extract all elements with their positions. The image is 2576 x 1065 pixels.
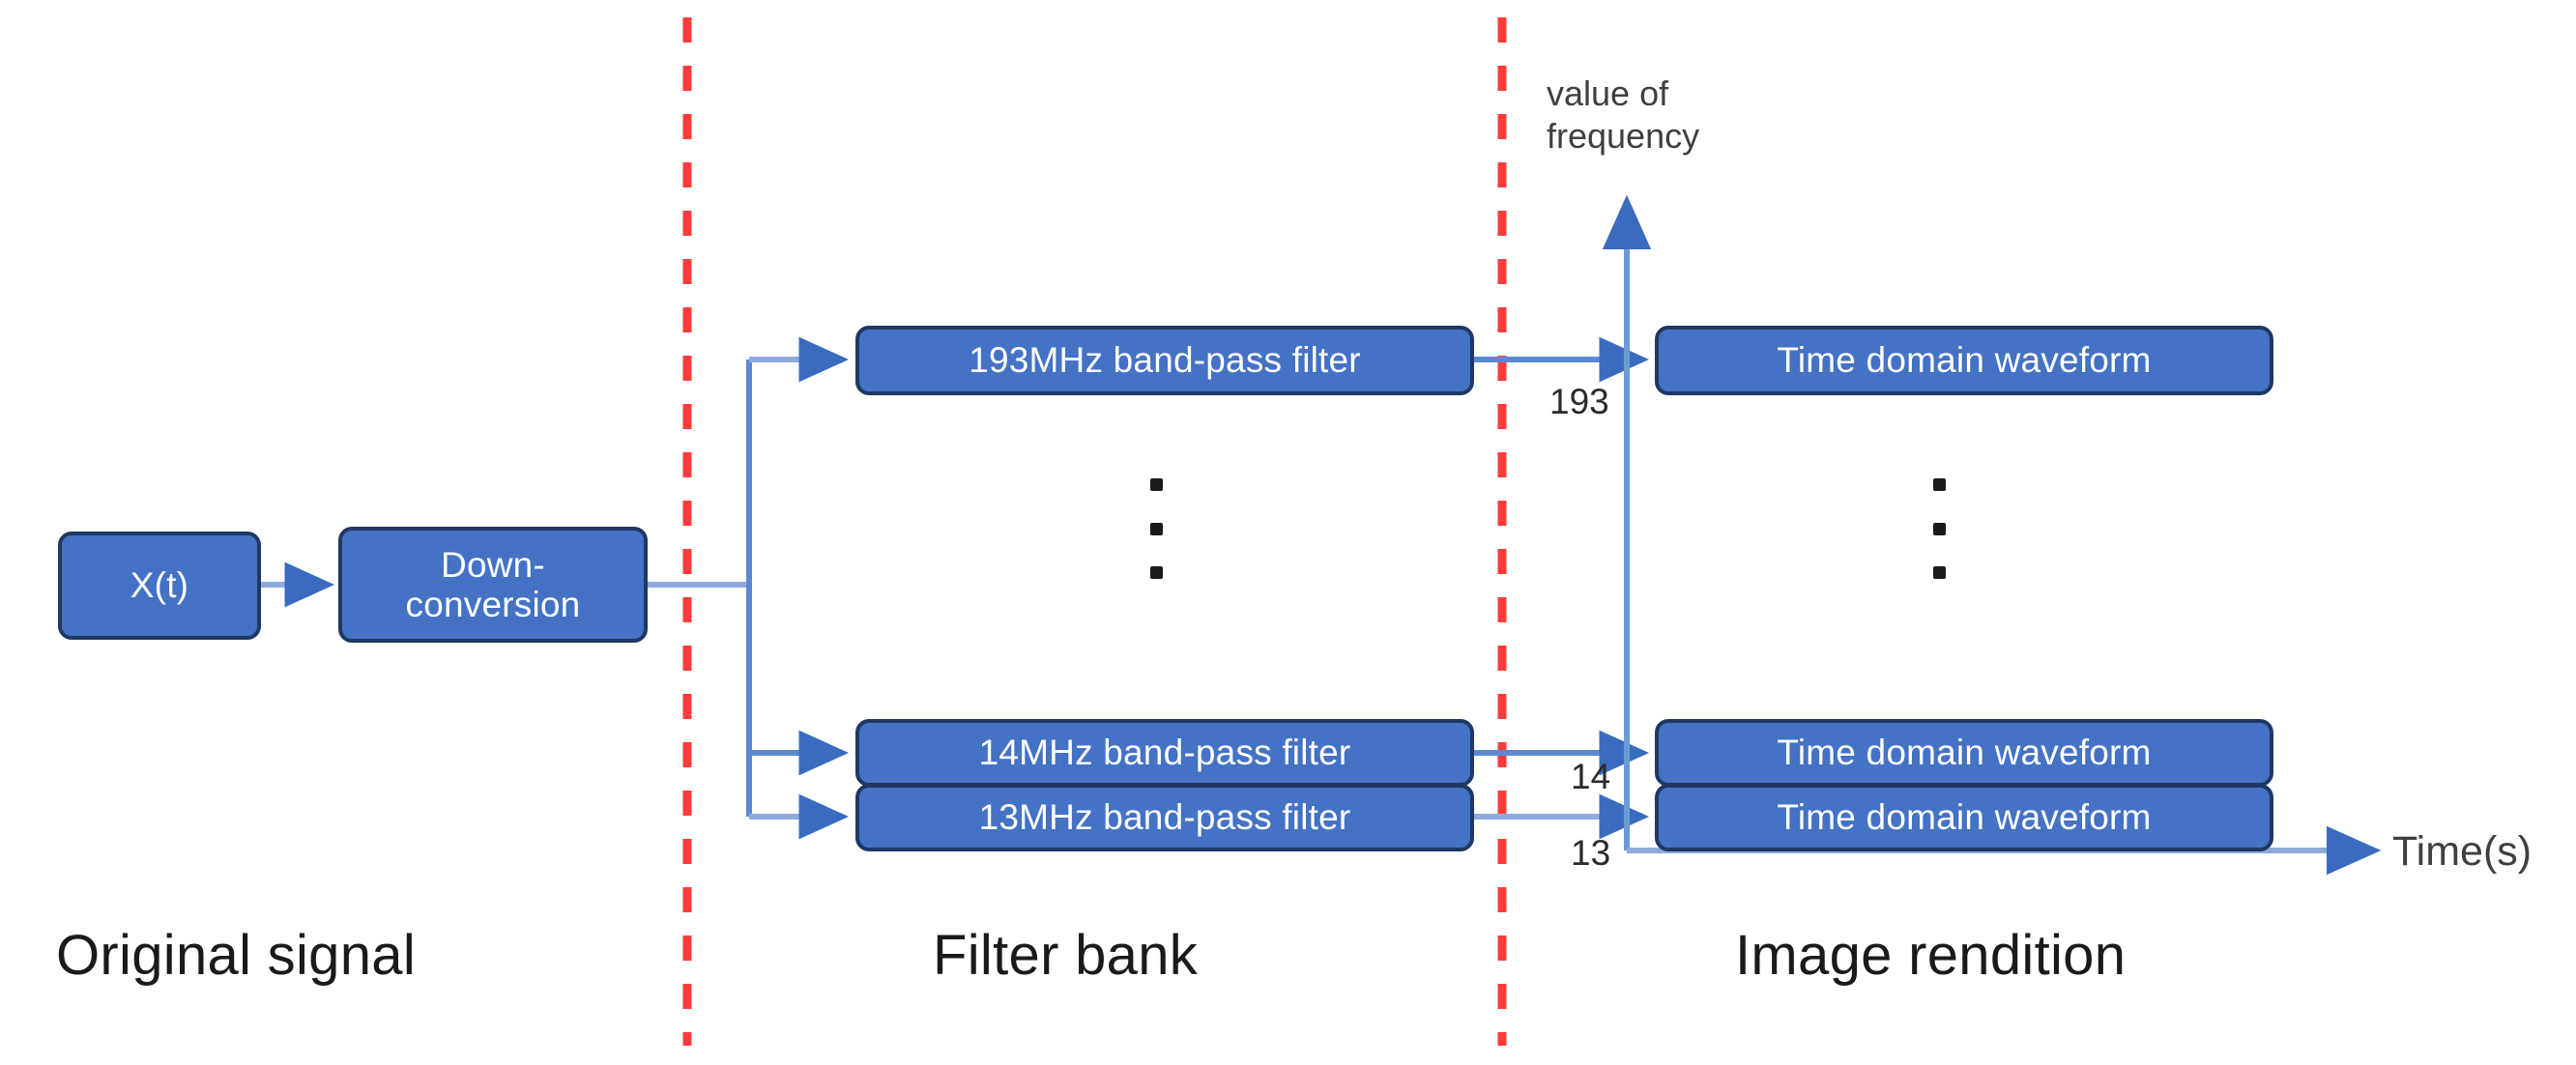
node-filter-13[interactable]: 13MHz band-pass filter [855,784,1474,851]
node-waveform-13-label: Time domain waveform [1777,797,2152,838]
node-input-signal[interactable]: X(t) [58,532,261,640]
tick-label-13: 13 [1571,833,1611,873]
node-filter-193[interactable]: 193MHz band-pass filter [855,326,1474,395]
node-filter-14-label: 14MHz band-pass filter [978,733,1351,773]
node-filter-193-label: 193MHz band-pass filter [969,340,1361,381]
filter-bank-ellipsis-icon [1150,478,1163,579]
node-down-conversion-label: Down- conversion [405,544,581,624]
section-label-image-rendition: Image rendition [1735,924,2127,987]
node-waveform-13[interactable]: Time domain waveform [1655,784,2273,851]
node-waveform-14-label: Time domain waveform [1777,733,2152,773]
tick-label-193: 193 [1549,382,1609,421]
node-waveform-193[interactable]: Time domain waveform [1655,326,2273,395]
node-filter-14[interactable]: 14MHz band-pass filter [855,719,1474,787]
axis-time-label: Time(s) [2392,828,2533,875]
node-input-signal-label: X(t) [130,565,189,606]
node-waveform-14[interactable]: Time domain waveform [1655,719,2273,787]
tick-label-14: 14 [1571,757,1611,796]
image-rendition-ellipsis-icon [1933,478,1946,579]
section-label-original-signal: Original signal [56,924,417,987]
axis-frequency-label: value of frequency [1547,73,1700,156]
node-down-conversion[interactable]: Down- conversion [338,527,648,643]
section-label-filter-bank: Filter bank [933,924,1199,987]
node-waveform-193-label: Time domain waveform [1777,340,2152,381]
node-filter-13-label: 13MHz band-pass filter [978,797,1351,838]
